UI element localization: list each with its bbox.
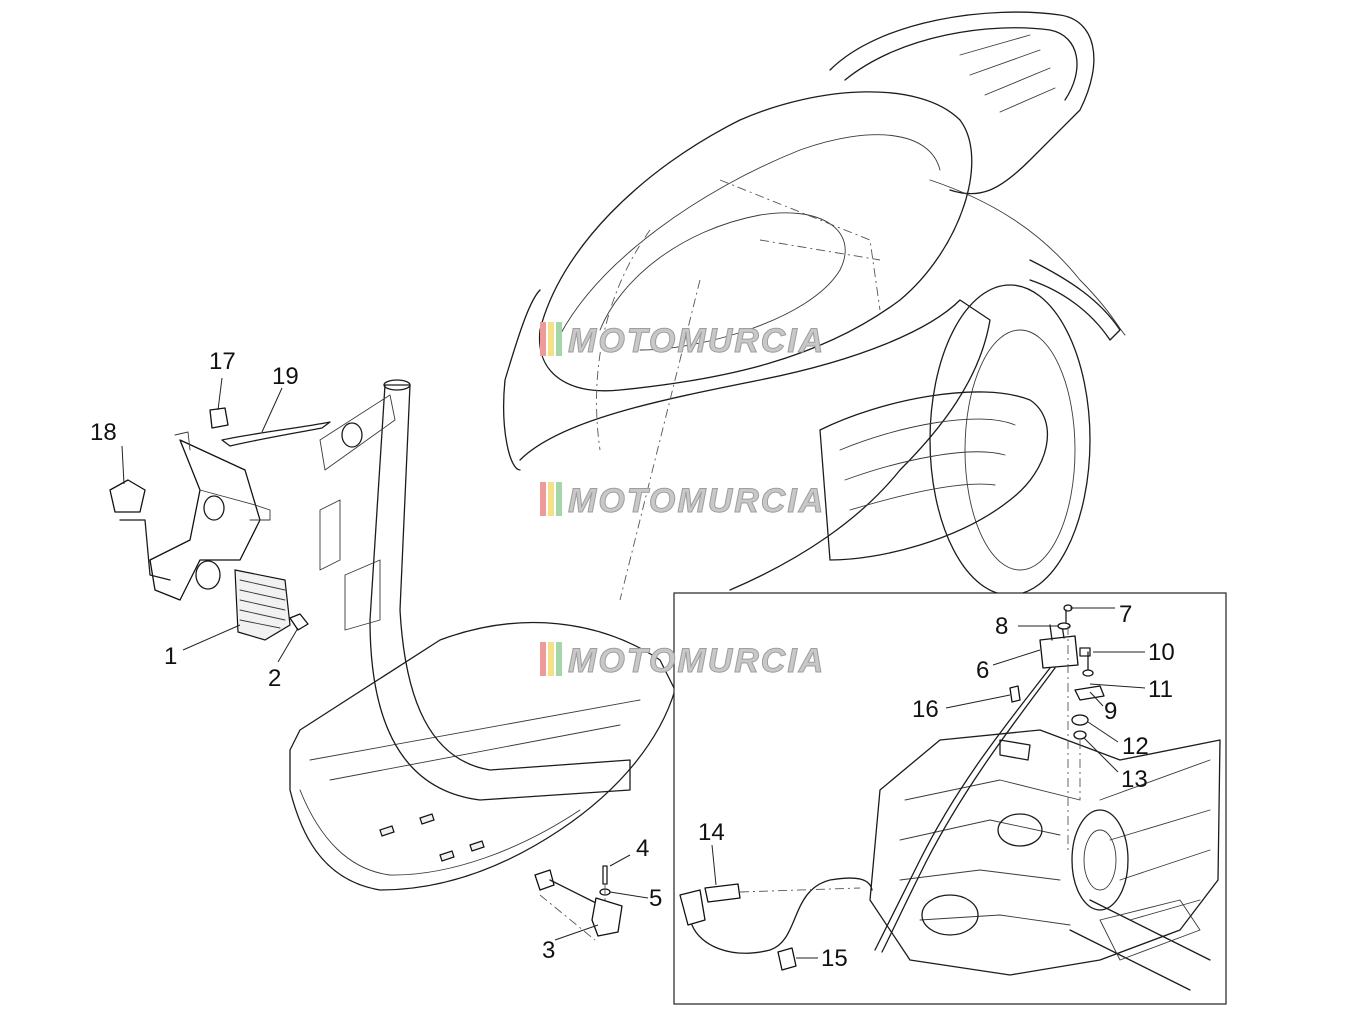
callout-2: 2 [268, 665, 281, 692]
callout-1: 1 [164, 643, 177, 670]
callout-16: 16 [912, 696, 939, 723]
callout-3: 3 [542, 937, 555, 964]
callout-6: 6 [976, 657, 989, 684]
regulator-bracket-assembly [109, 407, 331, 641]
callout-14: 14 [698, 819, 725, 846]
clip-small-part [209, 407, 229, 429]
clip-part [109, 479, 146, 513]
svg-text:MOTOMURCIA: MOTOMURCIA [568, 482, 825, 520]
callout-labels: 1 2 3 4 5 6 7 8 9 10 11 12 13 14 15 16 1… [90, 348, 1175, 972]
callout-13: 13 [1121, 766, 1148, 793]
callout-9: 9 [1104, 698, 1117, 725]
speed-sensor-assembly [534, 865, 623, 941]
inset-engine-view [673, 592, 1227, 1005]
svg-text:MOTOMURCIA: MOTOMURCIA [568, 642, 825, 680]
screw-part [289, 613, 309, 631]
callout-17: 17 [209, 348, 236, 375]
leader-lines [121, 377, 1146, 959]
callout-19: 19 [272, 363, 299, 390]
callout-4: 4 [636, 835, 649, 862]
callout-18: 18 [90, 419, 117, 446]
callout-8: 8 [995, 613, 1008, 640]
callout-12: 12 [1122, 733, 1149, 760]
cable-tie-part [221, 421, 331, 447]
callout-5: 5 [649, 885, 662, 912]
callout-11: 11 [1148, 676, 1173, 703]
svg-text:MOTOMURCIA: MOTOMURCIA [568, 322, 825, 360]
callout-15: 15 [821, 945, 848, 972]
callout-10: 10 [1148, 639, 1175, 666]
watermark: MOTOMURCIA MOTOMURCIA MOTOMURCIA [540, 322, 825, 681]
callout-7: 7 [1119, 601, 1132, 628]
